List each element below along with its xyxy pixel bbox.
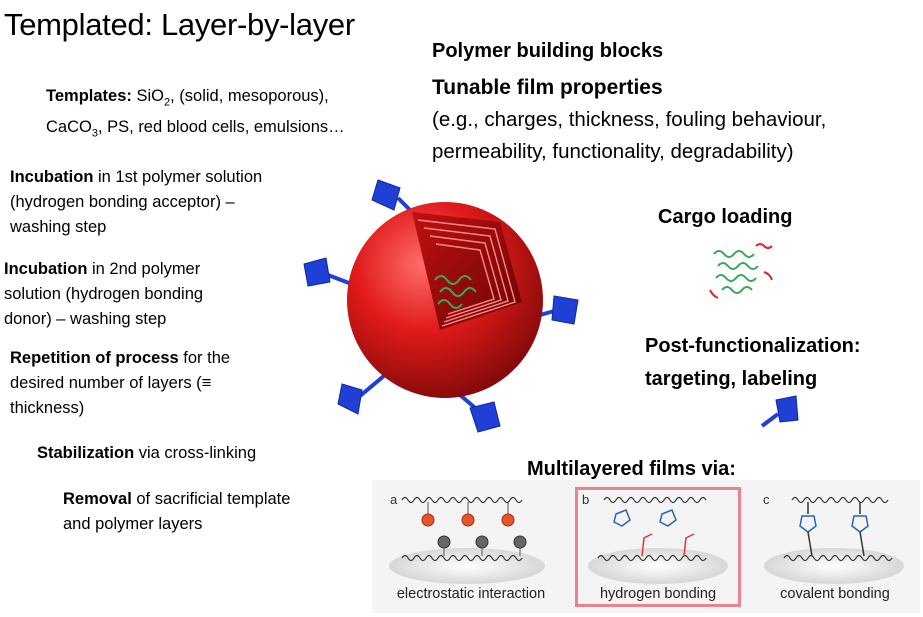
panel-b-letter: b (582, 492, 590, 507)
templates-rest-2: , PS, red blood cells, emulsions… (97, 118, 345, 137)
building-blocks-heading: Polymer building blocks (432, 40, 664, 62)
step-line: Incubation in 1st polymer solution (10, 165, 262, 190)
postfunc-line-1: Post-functionalization: (645, 335, 861, 357)
step-line: Repetition of process for the (10, 346, 230, 371)
step-bold: Incubation (4, 260, 88, 278)
step-text: via cross-linking (134, 444, 257, 462)
triazole-links (799, 502, 869, 557)
templates-rest-1: , (solid, mesoporous), (170, 87, 329, 105)
cargo-heading: Cargo loading (658, 206, 793, 228)
carboxyl-groups (641, 533, 695, 557)
ligand-icon (458, 393, 501, 433)
step-text: of sacrificial template (131, 490, 291, 508)
cargo-icon (709, 243, 773, 299)
step-line: Incubation in 2nd polymer (4, 257, 203, 282)
panel-a-letter: a (390, 492, 398, 507)
step-line: donor) – washing step (4, 310, 167, 328)
step-text: in 1st polymer solution (93, 168, 263, 186)
step-line: washing step (10, 218, 107, 236)
step-line: solution (hydrogen bonding (4, 285, 204, 303)
templates-caco: CaCO (46, 118, 92, 137)
step-incubation-2: Incubation in 2nd polymer solution (hydr… (4, 257, 203, 332)
step-bold: Removal (63, 490, 132, 508)
step-removal: Removal of sacrificial template and poly… (63, 487, 290, 537)
step-incubation-1: Incubation in 1st polymer solution (hydr… (10, 165, 262, 240)
step-line: thickness) (10, 399, 85, 417)
panel-a-drawing (389, 496, 545, 584)
panel-b-drawing (588, 496, 728, 584)
templates-line-1: Templates: SiO2, (solid, mesoporous), (46, 84, 345, 115)
step-line: and polymer layers (63, 515, 203, 533)
step-text: in 2nd polymer (87, 260, 201, 278)
step-line: desired number of layers (≡ (10, 374, 212, 392)
substrate-plate (389, 548, 545, 584)
templates-text: Templates: SiO2, (solid, mesoporous), Ca… (46, 84, 345, 147)
templates-sub-2: 3 (91, 127, 98, 140)
negative-charges (437, 535, 527, 556)
slide-title: Templated: Layer-by-layer (4, 7, 355, 42)
templates-label: Templates: (46, 87, 132, 105)
panel-c-drawing (764, 496, 904, 584)
substrate-plate (764, 548, 904, 584)
step-bold: Stabilization (37, 444, 135, 462)
templates-sio: SiO (131, 87, 164, 105)
pyrrolidone-rings (613, 509, 677, 527)
postfunc-line-2: targeting, labeling (645, 368, 818, 390)
panel-b-caption: hydrogen bonding (599, 586, 717, 602)
positive-charges (421, 502, 515, 527)
targeting-ligand-icon (760, 395, 799, 428)
step-bold: Repetition of process (10, 349, 179, 367)
panel-c-letter: c (763, 492, 770, 507)
templates-line-2: CaCO3, PS, red blood cells, emulsions… (46, 115, 345, 146)
films-illustration (389, 496, 904, 584)
substrate-plate (588, 548, 728, 584)
capsule-illustration (303, 179, 579, 433)
panel-b-highlight (575, 487, 741, 607)
layer-lines (417, 219, 516, 327)
films-heading: Multilayered films via: (527, 458, 736, 480)
cutaway-wedge (412, 212, 522, 330)
step-text: for the (178, 349, 231, 367)
templates-sub-1: 2 (163, 96, 171, 109)
step-stabilization: Stabilization via cross-linking (37, 441, 256, 466)
panel-c-caption: covalent bonding (780, 586, 890, 602)
step-bold: Incubation (10, 168, 94, 186)
ligand-icon (337, 373, 387, 415)
tunable-heading: Tunable film properties (432, 76, 663, 99)
step-repetition: Repetition of process for the desired nu… (10, 346, 230, 421)
cargo-inside-icon (434, 275, 477, 309)
step-line: Stabilization via cross-linking (37, 441, 256, 466)
ligand-group (303, 179, 579, 433)
films-panels (372, 480, 920, 613)
properties-line-1: (e.g., charges, thickness, fouling behav… (432, 108, 827, 131)
panel-a-caption: electrostatic interaction (396, 586, 546, 602)
step-line: Removal of sacrificial template (63, 487, 290, 512)
step-line: (hydrogen bonding acceptor) – (10, 193, 235, 211)
properties-line-2: permeability, functionality, degradabili… (432, 140, 794, 163)
